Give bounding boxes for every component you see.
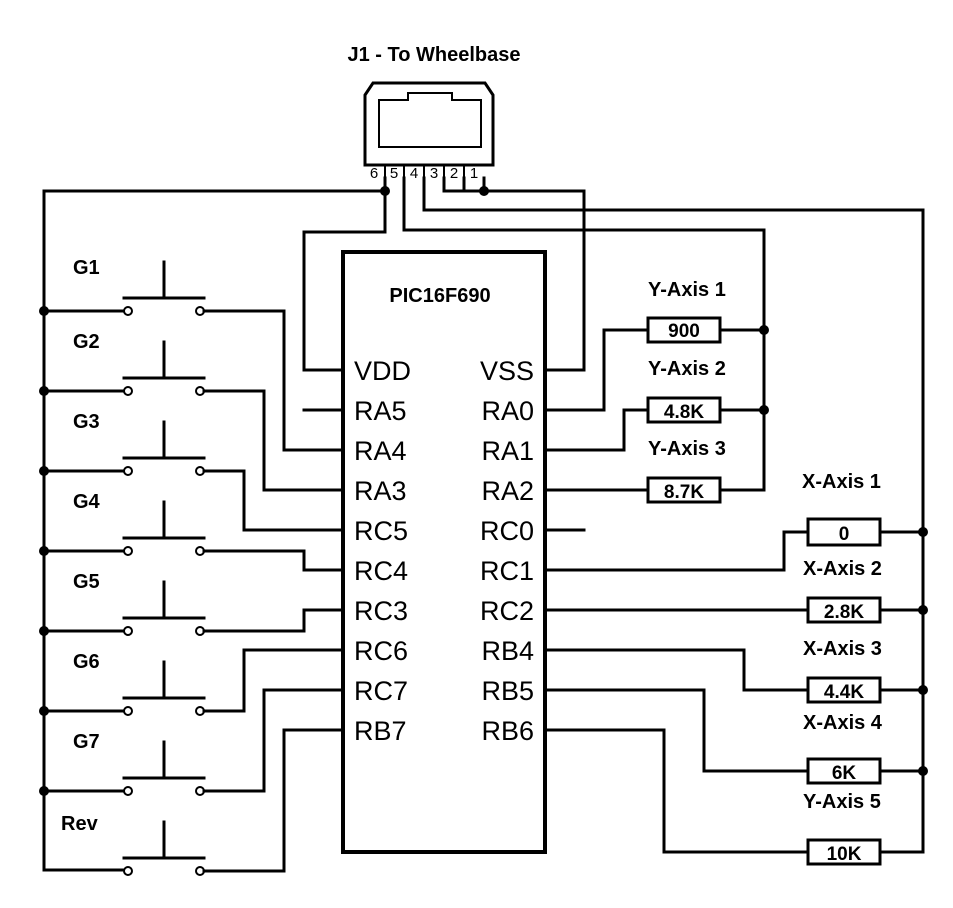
resistor-value: 6K (832, 763, 857, 784)
y-axis-network: Y-Axis 1 Y-Axis 2 Y-Axis 3 900 4.8K 8.7K (543, 279, 769, 504)
switch-g6: G6 (42, 648, 345, 716)
pin-label-right: RB6 (481, 716, 534, 746)
resistor-y1 (646, 316, 722, 344)
switch-g5: G5 (42, 571, 345, 636)
pin-label-right: RA1 (481, 436, 534, 466)
pin-label-right: VSS (480, 356, 534, 386)
connector-pin-2: 2 (450, 165, 458, 182)
x-axis-label: Y-Axis 5 (803, 791, 881, 813)
switch-label: G6 (73, 651, 100, 673)
switch-g4: G4 (42, 491, 345, 572)
resistor-value: 10K (827, 844, 862, 865)
chip-name: PIC16F690 (389, 285, 490, 307)
switch-g3: G3 (42, 411, 345, 532)
rj-connector (363, 81, 495, 178)
switch-label: G1 (73, 257, 100, 279)
switch-label: G4 (73, 491, 101, 513)
connector-pin-6: 6 (370, 165, 378, 182)
switch-g2: G2 (42, 331, 345, 492)
resistor-value: 900 (668, 321, 700, 342)
resistor-x2 (806, 596, 882, 624)
pin-label-left: RB7 (354, 716, 407, 746)
resistor-value: 8.7K (664, 482, 704, 503)
pin-label-right: RC0 (480, 516, 534, 546)
left-rail-junctions (39, 306, 49, 796)
junction-dot (380, 186, 390, 196)
resistor-value: 2.8K (824, 602, 864, 623)
pin-label-left: RA5 (354, 396, 407, 426)
switch-label: G7 (73, 731, 100, 753)
resistor-value: 0 (839, 524, 850, 545)
junction-dot (479, 186, 489, 196)
chip-left-pins: VDD RA5 RA4 RA3 RC5 RC4 RC3 RC6 RC7 RB7 (354, 356, 411, 746)
resistor-value: 4.8K (664, 402, 704, 423)
x-axis-label: X-Axis 3 (803, 638, 882, 660)
connector-title: J1 - To Wheelbase (347, 44, 520, 66)
pin-label-left: RA4 (354, 436, 407, 466)
pin-label-left: RA3 (354, 476, 407, 506)
pin-label-right: RB5 (481, 676, 534, 706)
switch-label: G3 (73, 411, 100, 433)
connector-pin-5: 5 (390, 165, 398, 182)
resistor-x4 (806, 757, 882, 785)
pin-label-left: VDD (354, 356, 411, 386)
x-axis-label: X-Axis 4 (803, 712, 883, 734)
pin-label-right: RC2 (480, 596, 534, 626)
switch-g1: G1 (42, 257, 345, 452)
pin-label-left: RC5 (354, 516, 408, 546)
resistor-y3 (646, 476, 722, 504)
chip-right-pins: VSS RA0 RA1 RA2 RC0 RC1 RC2 RB4 RB5 RB6 (480, 356, 534, 746)
pin-label-left: RC7 (354, 676, 408, 706)
switch-label: Rev (61, 813, 99, 835)
resistor-x1 (806, 517, 882, 547)
switch-rev: Rev (61, 728, 345, 876)
connector-pin-1: 1 (470, 165, 478, 182)
resistor-x3 (806, 676, 882, 704)
connector-pin-4: 4 (410, 165, 418, 182)
x-axis-network: X-Axis 1 X-Axis 2 X-Axis 3 X-Axis 4 Y-Ax… (543, 471, 928, 866)
switch-label: G2 (73, 331, 100, 353)
connector-pin-numbers: 6 5 4 3 2 1 (370, 165, 478, 182)
pin-label-left: RC4 (354, 556, 408, 586)
y-axis-label: Y-Axis 3 (648, 438, 726, 460)
pin-label-right: RB4 (481, 636, 534, 666)
x-axis-label: X-Axis 1 (802, 471, 881, 493)
pin-label-left: RC3 (354, 596, 408, 626)
resistor-y2 (646, 396, 722, 424)
switch-label: G5 (73, 571, 100, 593)
switch-g7: G7 (42, 688, 345, 796)
resistor-x5 (806, 838, 882, 866)
y-axis-label: Y-Axis 1 (648, 279, 726, 301)
connector-wires (42, 176, 925, 872)
pic-chip (341, 250, 547, 854)
pin-label-left: RC6 (354, 636, 408, 666)
y-axis-label: Y-Axis 2 (648, 358, 726, 380)
pin-label-right: RA2 (481, 476, 534, 506)
x-axis-label: X-Axis 2 (803, 558, 882, 580)
connector-pin-3: 3 (430, 165, 438, 182)
pin-label-right: RC1 (480, 556, 534, 586)
pin-label-right: RA0 (481, 396, 534, 426)
switch-group: G1 G2 G3 G4 (42, 257, 345, 876)
resistor-value: 4.4K (824, 682, 864, 703)
